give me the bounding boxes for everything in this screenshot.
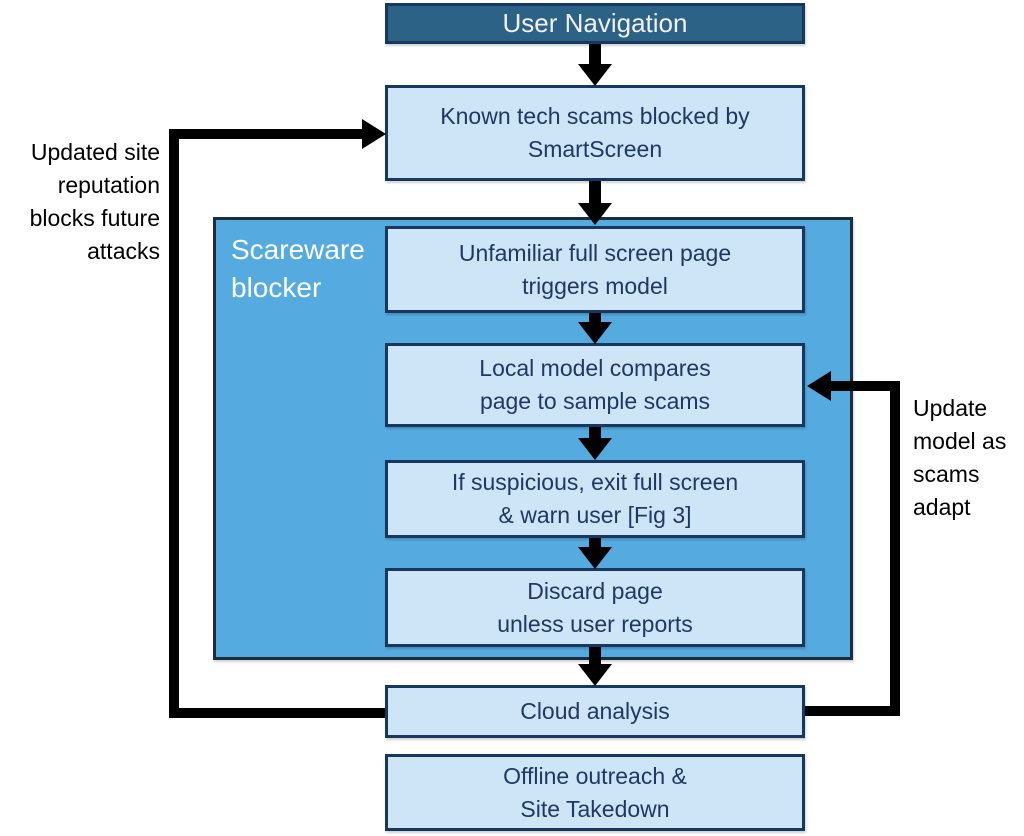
arrowhead-icon bbox=[578, 64, 612, 86]
arrow-shaft bbox=[589, 181, 601, 203]
node-user-navigation: User Navigation bbox=[385, 3, 805, 44]
annotation-line: Updated site bbox=[30, 139, 160, 165]
annotation-line: attacks bbox=[87, 238, 160, 264]
left-feedback-vertical-segment bbox=[169, 129, 179, 718]
right-feedback-vertical-segment bbox=[890, 381, 900, 716]
arrow-shaft bbox=[589, 44, 601, 64]
label-line: blocker bbox=[231, 272, 322, 303]
scareware-blocker-label: Scareware blocker bbox=[231, 231, 365, 307]
node-label-line: unless user reports bbox=[497, 610, 693, 637]
node-label-line: & warn user [Fig 3] bbox=[498, 502, 692, 528]
node-unfamiliar-page-triggers-model: Unfamiliar full screen page triggers mod… bbox=[385, 226, 805, 313]
arrow-shaft bbox=[589, 538, 601, 547]
arrow-shaft bbox=[589, 313, 601, 322]
node-discard-page: Discard page unless user reports bbox=[385, 568, 805, 647]
arrowhead-icon bbox=[578, 322, 612, 344]
node-label-line: Offline outreach & bbox=[503, 762, 687, 789]
arrow-shaft bbox=[589, 427, 601, 438]
node-label-line: triggers model bbox=[522, 272, 668, 299]
right-annotation: Update model as scams adapt bbox=[913, 392, 1023, 524]
left-feedback-top-segment bbox=[169, 129, 362, 139]
arrowhead-icon bbox=[578, 438, 612, 460]
node-known-scams-smartscreen: Known tech scams blocked by SmartScreen bbox=[385, 85, 805, 181]
node-label-line: Unfamiliar full screen page bbox=[458, 239, 732, 266]
node-label-line: Known tech scams blocked by bbox=[440, 103, 750, 129]
label-line: Scareware bbox=[231, 234, 365, 265]
annotation-line: blocks future bbox=[29, 205, 160, 231]
node-label-line: page to sample scams bbox=[479, 388, 711, 414]
node-label-line: SmartScreen bbox=[527, 136, 663, 162]
right-feedback-bottom-segment bbox=[805, 706, 900, 716]
right-feedback-arrowhead-icon bbox=[807, 371, 831, 401]
left-feedback-arrowhead-icon bbox=[362, 119, 386, 149]
node-label-line: If suspicious, exit full screen bbox=[451, 469, 739, 495]
annotation-line: scams bbox=[913, 461, 980, 487]
arrowhead-icon bbox=[578, 547, 612, 569]
node-label-line: Local model compares bbox=[479, 355, 711, 381]
left-annotation: Updated site reputation blocks future at… bbox=[8, 136, 160, 268]
annotation-line: adapt bbox=[913, 494, 971, 520]
node-exit-fullscreen-warn-user: If suspicious, exit full screen & warn u… bbox=[385, 460, 805, 538]
arrowhead-icon bbox=[578, 664, 612, 686]
node-label-line: User Navigation bbox=[502, 8, 688, 38]
annotation-line: reputation bbox=[57, 172, 160, 198]
left-feedback-bottom-segment bbox=[169, 708, 385, 718]
node-label-line: Cloud analysis bbox=[520, 698, 670, 724]
node-local-model-compares: Local model compares page to sample scam… bbox=[385, 343, 805, 427]
arrowhead-icon bbox=[578, 203, 612, 225]
annotation-line: model as bbox=[913, 428, 1007, 454]
arrow-shaft bbox=[589, 647, 601, 664]
right-feedback-top-segment bbox=[831, 381, 900, 391]
node-label-line: Discard page bbox=[527, 577, 663, 604]
node-cloud-analysis: Cloud analysis bbox=[385, 685, 805, 738]
node-label-line: Site Takedown bbox=[520, 795, 670, 822]
node-offline-outreach: Offline outreach & Site Takedown bbox=[385, 754, 805, 831]
annotation-line: Update bbox=[913, 395, 988, 421]
